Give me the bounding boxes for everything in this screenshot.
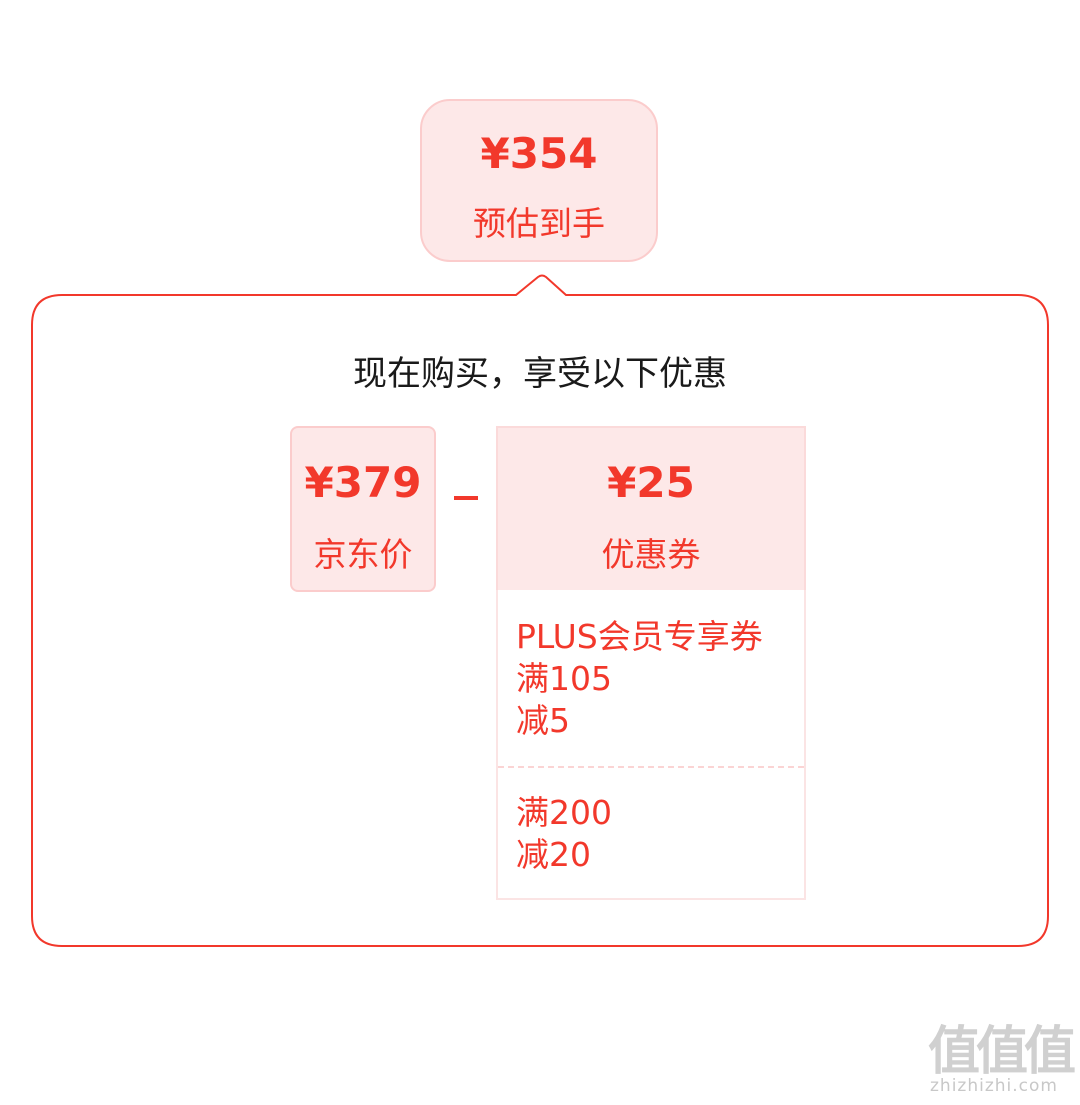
coupon-item-plus: PLUS会员专享券 满105 减5 (516, 616, 796, 742)
coupon-item-threshold: 满105 (516, 659, 612, 698)
watermark-logo: 值值值 (928, 1021, 1076, 1082)
coupon-divider (498, 766, 804, 768)
coupon-total-box: ¥25 优惠券 (496, 426, 806, 590)
coupon-item-threshold: 满200 (516, 793, 612, 832)
minus-operator (454, 496, 478, 500)
coupon-list: PLUS会员专享券 满105 减5 满200 减20 (496, 590, 806, 900)
watermark-url: zhizhizhi.com (930, 1076, 1058, 1096)
coupon-total-value: ¥25 (607, 458, 695, 507)
coupon-item-discount: 减20 (516, 835, 591, 874)
estimated-price-value: ¥354 (480, 129, 598, 178)
jd-price-value: ¥379 (304, 458, 422, 507)
jd-price-label: 京东价 (313, 535, 413, 574)
coupon-total-label: 优惠券 (601, 535, 701, 574)
estimated-price-box: ¥354 预估到手 (420, 99, 658, 262)
panel-title: 现在购买，享受以下优惠 (353, 354, 727, 394)
jd-price-box: ¥379 京东价 (290, 426, 436, 592)
coupon-item-full-reduction: 满200 减20 (516, 792, 796, 876)
coupon-item-discount: 减5 (516, 701, 570, 740)
coupon-item-title: PLUS会员专享券 (516, 617, 763, 656)
estimated-price-label: 预估到手 (473, 204, 605, 243)
